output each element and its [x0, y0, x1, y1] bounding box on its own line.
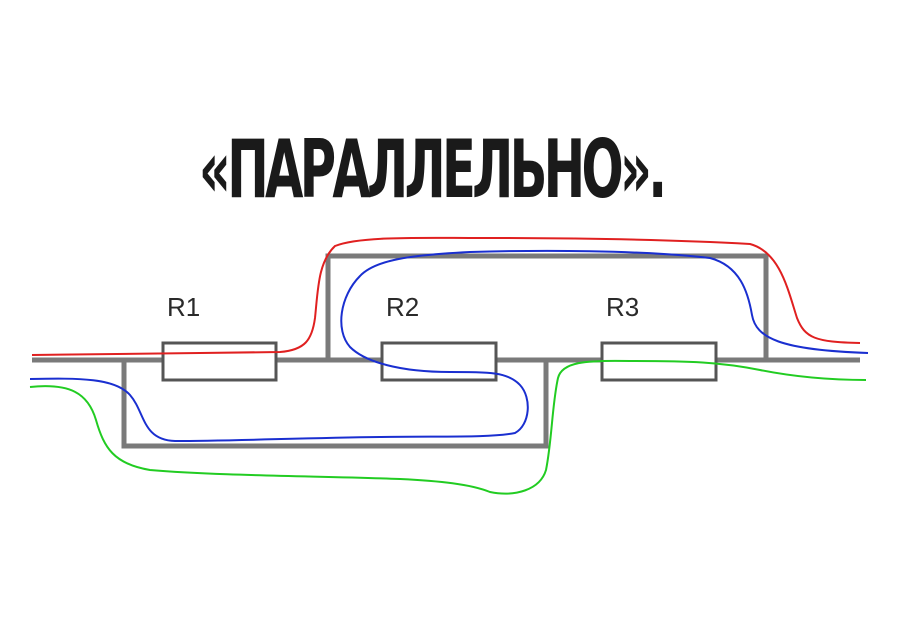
path-green-annotation: [29, 359, 867, 495]
top-bypass-wire: [325, 253, 769, 360]
resistor-r1-label: R1: [167, 292, 200, 322]
resistor-r3: R3: [600, 292, 718, 382]
resistor-r3-label: R3: [606, 292, 639, 322]
resistor-r1: R1: [161, 292, 278, 382]
circuit-wires: [32, 253, 860, 449]
resistor-r2-label: R2: [386, 292, 419, 322]
path-blue-annotation: [29, 249, 869, 443]
bottom-bypass-wire: [121, 360, 549, 449]
resistor-r2: R2: [380, 292, 498, 382]
diagram-title: «ПАРАЛЛЕЛЬНО».: [198, 123, 667, 216]
path-red-annotation: [31, 236, 861, 356]
